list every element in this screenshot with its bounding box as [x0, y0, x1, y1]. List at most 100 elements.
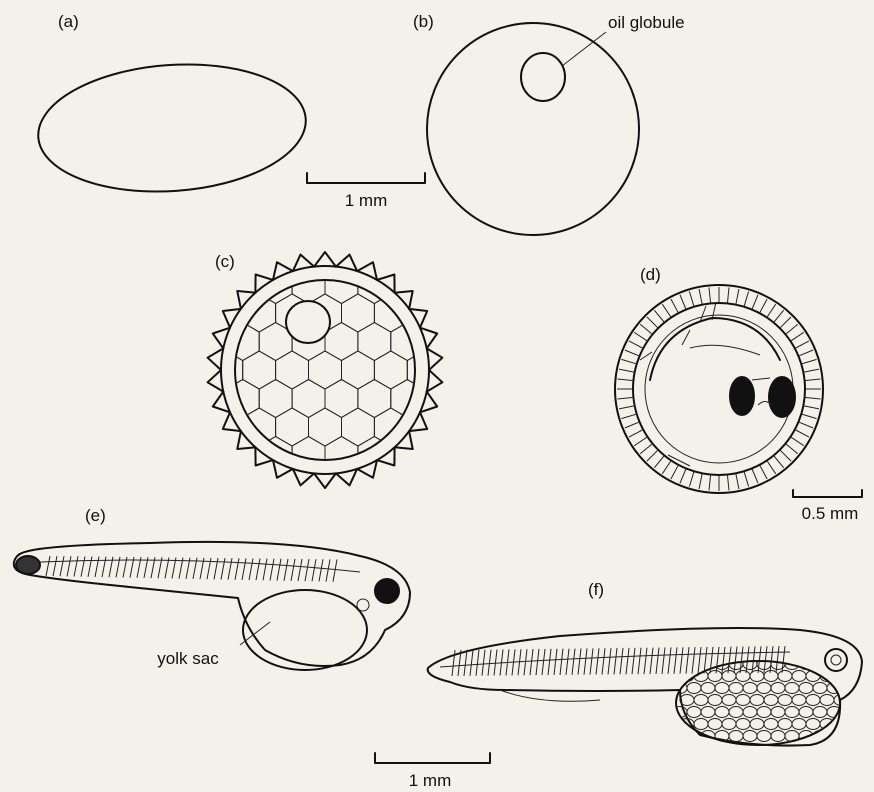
panel-f: (f) [428, 580, 862, 746]
yolk-cell [771, 731, 785, 742]
hexagon-cell [177, 465, 210, 503]
panel-a: (a) [34, 12, 310, 200]
yolk-cell [736, 719, 750, 730]
hexagonal-sculpture [111, 152, 555, 589]
larva-e-oil-globule [357, 599, 369, 611]
hexagon-cell [440, 351, 473, 389]
oil-globule-callout: oil globule [608, 13, 685, 32]
hexagon-cell [128, 209, 161, 247]
yolk-cell [785, 707, 799, 718]
hexagon-cell [309, 408, 342, 446]
hexagon-cell [161, 152, 194, 190]
hexagon-cell [128, 380, 161, 418]
hexagon-cell [309, 522, 342, 560]
yolk-cell [764, 695, 778, 706]
oil-globule-c [286, 301, 330, 343]
larva-f-eye [825, 649, 847, 671]
hexagon-cell [325, 494, 358, 532]
yolk-cell [792, 695, 806, 706]
hexagon-cell [424, 494, 457, 532]
hexagon-cell [374, 465, 407, 503]
embryo-eye-right [769, 377, 795, 417]
yolk-cell [813, 707, 827, 718]
hexagon-cell [374, 522, 407, 560]
larva-e-myomeres [46, 556, 337, 582]
hexagon-cell [407, 522, 440, 560]
yolk-cell [750, 719, 764, 730]
scale-bar-eggs-line [307, 173, 425, 183]
hexagon-cell [111, 237, 144, 275]
hexagon-cell [111, 522, 144, 560]
yolk-cell [715, 707, 729, 718]
yolk-cell [722, 719, 736, 730]
yolk-cell [799, 707, 813, 718]
larva-e-eye [375, 579, 399, 603]
hexagon-cell [506, 408, 539, 446]
scale-bar-eggs: 1 mm [307, 173, 425, 210]
myomere-lines [452, 646, 785, 676]
yolk-cell [680, 695, 694, 706]
hexagon-cell [292, 209, 325, 247]
oval-egg [34, 56, 310, 200]
yolk-cell [743, 707, 757, 718]
yolk-cell [708, 671, 722, 682]
scale-bar-eggs-label: 1 mm [345, 191, 388, 210]
hexagon-cell [161, 437, 194, 475]
panel-d-label: (d) [640, 265, 661, 284]
oil-globule [521, 53, 565, 101]
hexagon-cell [391, 380, 424, 418]
hexagon-cell [128, 494, 161, 532]
larva-f-myomeres [452, 646, 785, 676]
yolk-cell [764, 719, 778, 730]
yolk-cell [708, 695, 722, 706]
yolk-cell [736, 695, 750, 706]
yolk-cell [673, 731, 687, 742]
hexagon-cell [259, 494, 292, 532]
hexagon-cell [523, 266, 556, 304]
scale-bar-embryo-label: 0.5 mm [802, 504, 859, 523]
hexagon-cell [243, 237, 276, 275]
hexagon-cell [309, 237, 342, 275]
hexagon-cell [309, 180, 342, 218]
hexagon-cell [193, 551, 226, 589]
hexagon-cell [161, 494, 194, 532]
scale-bar-embryo: 0.5 mm [793, 490, 862, 523]
yolk-cell [785, 683, 799, 694]
hexagon-cell [226, 380, 259, 418]
hexagon-cell [523, 209, 556, 247]
hexagon-cell [226, 152, 259, 190]
panel-d: (d) [615, 265, 823, 493]
hexagon-cell [391, 437, 424, 475]
hexagon-cell [325, 209, 358, 247]
hexagon-cell [407, 180, 440, 218]
hexagon-cell [374, 237, 407, 275]
hexagon-cell [391, 494, 424, 532]
hexagon-cell [144, 408, 177, 446]
hexagon-cell [276, 408, 309, 446]
hexagon-cell [177, 294, 210, 332]
yolk-cell [764, 671, 778, 682]
yolk-cell [736, 671, 750, 682]
hexagon-cell [523, 323, 556, 361]
hexagon-cell [473, 408, 506, 446]
hexagon-cell [309, 351, 342, 389]
hexagon-cell [161, 266, 194, 304]
hexagon-cell [523, 494, 556, 532]
hexagon-cell [177, 351, 210, 389]
hexagon-cell [259, 209, 292, 247]
yolk-cell [687, 683, 701, 694]
hexagon-cell [226, 437, 259, 475]
hexagon-cell [440, 465, 473, 503]
embryo-eye-left [730, 377, 754, 415]
yolk-cell [785, 731, 799, 742]
hexagon-cell [506, 351, 539, 389]
hexagon-cell [111, 351, 144, 389]
hexagon-cell [391, 323, 424, 361]
hexagon-cell [506, 522, 539, 560]
yolk-cell [778, 719, 792, 730]
hexagon-cell [259, 380, 292, 418]
yolk-cell [722, 695, 736, 706]
panel-e-label: (e) [85, 506, 106, 525]
hexagon-cell [292, 551, 325, 589]
